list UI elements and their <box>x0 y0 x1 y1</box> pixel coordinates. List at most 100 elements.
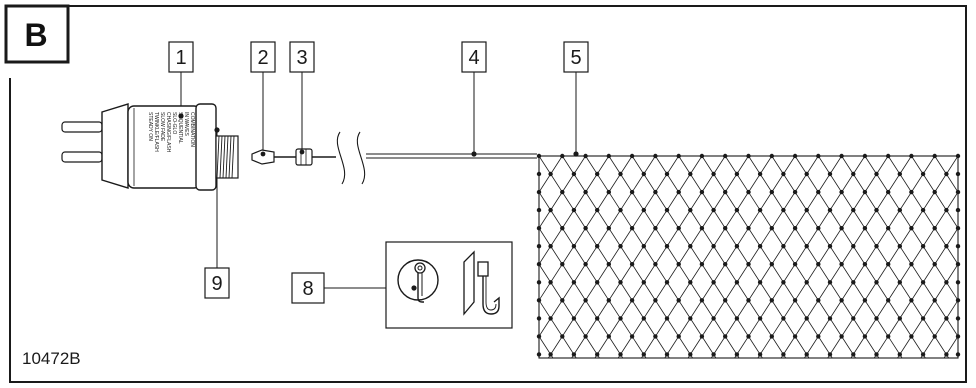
light-bulb <box>909 262 914 267</box>
light-bulb <box>676 334 681 339</box>
light-bulb <box>676 153 681 159</box>
light-bulb <box>897 207 902 213</box>
light-bulb <box>653 189 658 195</box>
light-bulb <box>886 262 891 267</box>
light-bulb <box>955 280 961 285</box>
light-bulb <box>629 226 635 231</box>
light-bulb <box>827 244 833 249</box>
light-bulb <box>571 244 577 249</box>
light-bulb <box>536 171 542 177</box>
light-bulb <box>932 334 937 339</box>
light-bulb <box>548 244 553 249</box>
light-bulb <box>699 262 705 267</box>
light-bulb <box>653 226 658 231</box>
light-bulb <box>536 244 542 249</box>
light-bulb <box>536 226 542 231</box>
light-bulb <box>734 352 740 357</box>
light-bulb <box>757 171 763 177</box>
light-bulb <box>851 207 856 213</box>
light-bulb <box>618 244 623 249</box>
light-bulb <box>629 153 635 159</box>
light-bulb <box>920 280 926 285</box>
leader-lines <box>180 72 577 289</box>
panel-letter: B <box>24 17 47 53</box>
light-bulb <box>897 316 902 321</box>
light-bulb <box>839 298 844 303</box>
light-bulb <box>711 244 716 249</box>
light-bulb <box>746 153 751 159</box>
light-bulb <box>851 352 856 357</box>
light-bulb <box>955 207 961 213</box>
light-bulb <box>560 298 565 303</box>
light-bulb <box>839 262 844 267</box>
cable-connector <box>251 148 336 166</box>
light-bulb <box>804 352 809 357</box>
light-bulb <box>816 298 821 303</box>
light-bulb <box>769 189 774 195</box>
callout-9: 9 <box>204 267 230 299</box>
light-bulb <box>548 280 553 285</box>
light-bulb <box>955 262 961 267</box>
svg-text:IN WAVES: IN WAVES <box>183 112 189 137</box>
light-bulb <box>583 226 588 231</box>
light-bulb <box>571 171 577 177</box>
light-bulb <box>897 244 902 249</box>
light-bulb <box>862 298 868 303</box>
light-bulb <box>606 226 611 231</box>
light-bulb <box>734 244 740 249</box>
light-bulb <box>618 280 623 285</box>
light-bulb <box>629 262 635 267</box>
light-bulb <box>595 244 600 249</box>
light-bulb <box>827 207 833 213</box>
light-bulb <box>688 280 693 285</box>
light-bulb <box>676 226 681 231</box>
light-bulb <box>839 153 844 159</box>
light-bulb <box>792 334 798 339</box>
light-bulb <box>816 262 821 267</box>
light-bulb <box>804 207 809 213</box>
light-bulb <box>688 171 693 177</box>
light-bulb <box>886 189 891 195</box>
light-bulb <box>781 316 786 321</box>
light-bulb <box>606 189 611 195</box>
light-bulb <box>792 226 798 231</box>
svg-text:2: 2 <box>257 47 268 69</box>
light-bulb <box>909 334 914 339</box>
light-bulb <box>955 298 961 303</box>
lead-cable <box>366 151 579 159</box>
light-bulb <box>548 171 553 177</box>
light-bulb <box>862 153 868 159</box>
light-bulb <box>595 207 600 213</box>
light-bulb <box>618 352 623 357</box>
light-bulb <box>583 262 588 267</box>
svg-text:SLO-GLO: SLO-GLO <box>171 112 177 134</box>
light-bulb <box>560 189 565 195</box>
light-bulb <box>955 226 961 231</box>
callout-5: 5 <box>563 41 589 73</box>
light-bulb <box>781 244 786 249</box>
light-bulb <box>699 153 705 159</box>
light-bulb <box>688 352 693 357</box>
light-bulb <box>711 171 716 177</box>
light-bulb <box>932 153 937 159</box>
light-bulb <box>606 262 611 267</box>
light-bulb <box>944 352 949 357</box>
light-bulb <box>664 244 670 249</box>
light-bulb <box>839 189 844 195</box>
light-bulb <box>944 171 949 177</box>
light-bulb <box>688 316 693 321</box>
light-bulb <box>816 334 821 339</box>
light-bulb <box>606 334 611 339</box>
light-bulb <box>676 262 681 267</box>
light-bulb <box>734 316 740 321</box>
light-bulb <box>886 153 891 159</box>
light-bulb <box>618 207 623 213</box>
light-bulb <box>769 153 774 159</box>
light-bulb <box>711 280 716 285</box>
light-bulb <box>711 316 716 321</box>
light-bulb <box>781 352 786 357</box>
light-bulb <box>618 316 623 321</box>
light-bulb <box>746 226 751 231</box>
light-bulb <box>595 316 600 321</box>
light-bulb <box>769 298 774 303</box>
